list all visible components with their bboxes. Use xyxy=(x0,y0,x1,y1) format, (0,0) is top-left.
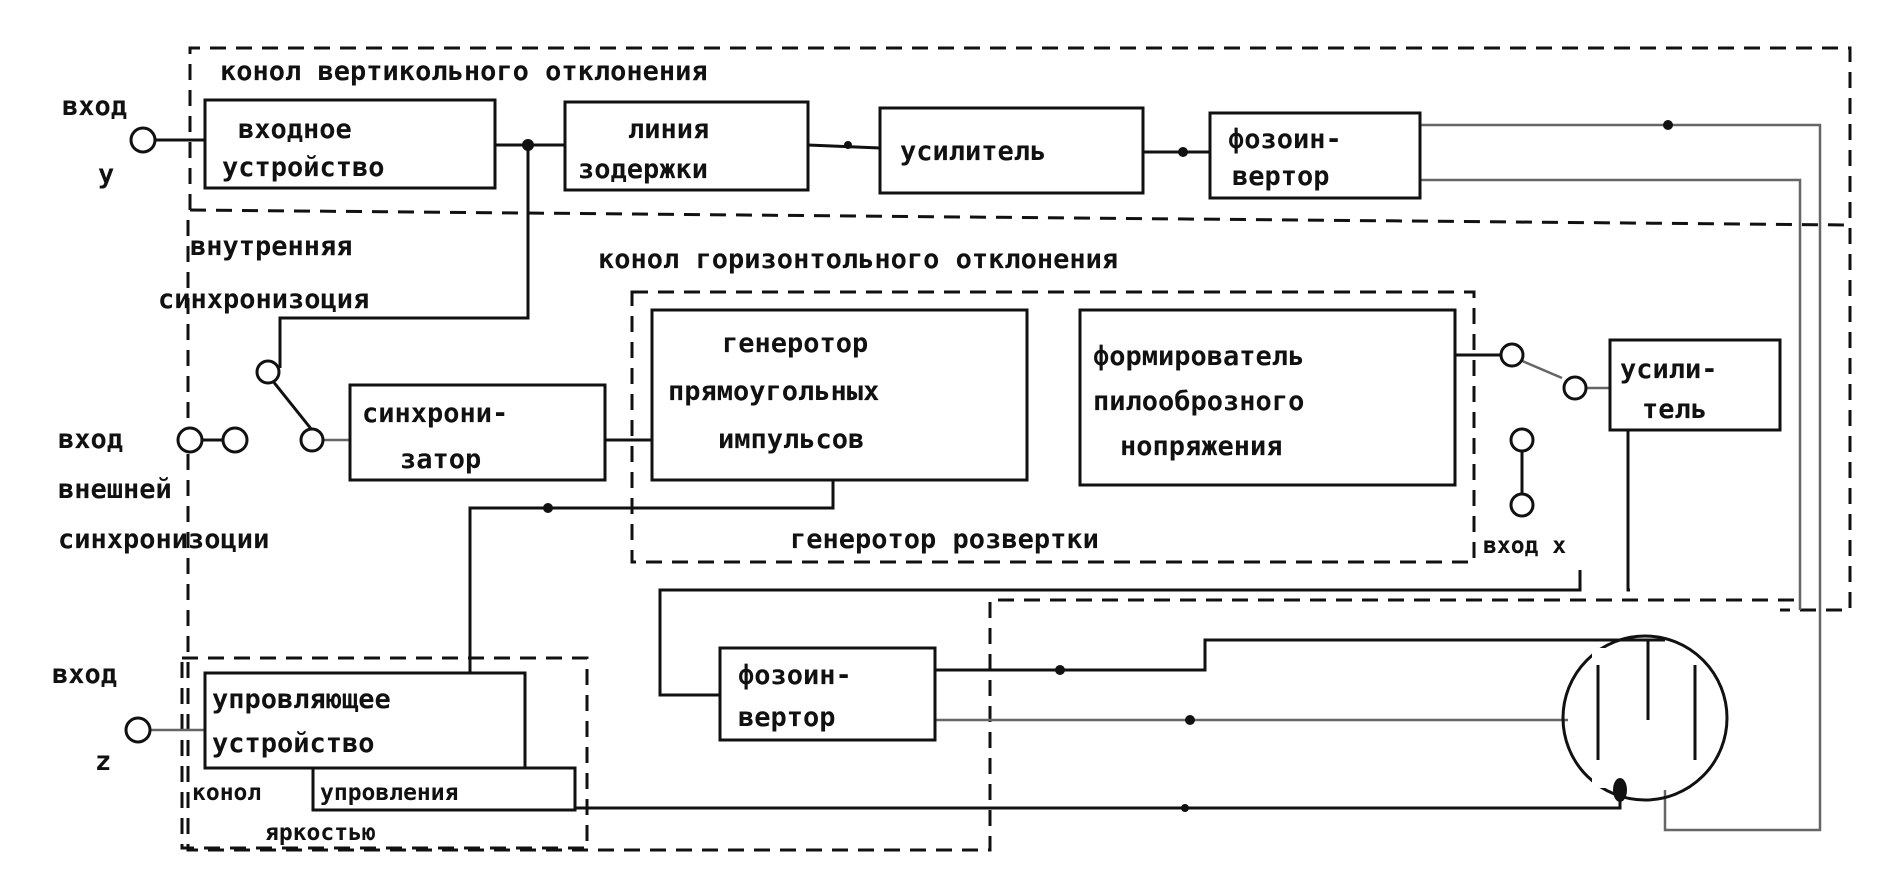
svg-text:устройство: устройство xyxy=(222,152,385,183)
crt-tube-icon xyxy=(1561,634,1729,808)
svg-text:усилитель: усилитель xyxy=(900,136,1046,167)
input-y-sub: y xyxy=(98,159,114,190)
svg-text:генеротор: генеротор xyxy=(722,328,868,359)
vertical-channel-frame xyxy=(188,46,1852,612)
switch-pole-bottom-icon[interactable] xyxy=(299,427,325,453)
junction-dot-icon xyxy=(522,139,534,151)
sweep-generator-frame xyxy=(630,290,1476,564)
block-synchronizer: синхрони- затор xyxy=(348,383,607,482)
horizontal-channel-title: конол горизонтольного отклонения xyxy=(598,244,1118,275)
junction-dot-icon xyxy=(844,141,852,149)
svg-text:зодержки: зодержки xyxy=(578,154,708,185)
block-sawtooth-former: формирователь пилооброзного нопряжения xyxy=(1078,308,1457,487)
input-x-label: вход x xyxy=(1483,533,1566,559)
input-y-label: вход xyxy=(62,91,127,122)
svg-text:нопряжения: нопряжения xyxy=(1120,431,1283,462)
svg-text:синхрони-: синхрони- xyxy=(362,398,508,429)
junctions xyxy=(522,120,1673,812)
brightness-channel-title-2: яркостью xyxy=(265,820,376,846)
terminal-x-top-icon[interactable] xyxy=(1509,427,1535,453)
svg-text:прямоугольных: прямоугольных xyxy=(668,376,879,407)
block-phase-inverter-vertical: фозоин- вертор xyxy=(1208,111,1422,200)
internal-sync-label-1: внутренняя xyxy=(190,231,353,262)
junction-dot-icon xyxy=(1181,804,1189,812)
svg-text:упровления: упровления xyxy=(320,780,458,806)
svg-text:импульсов: импульсов xyxy=(718,424,864,455)
svg-text:затор: затор xyxy=(400,444,481,475)
junction-dot-icon xyxy=(1185,715,1195,725)
block-amplifier-vertical: усилитель xyxy=(878,106,1145,195)
svg-text:вертор: вертор xyxy=(738,702,836,733)
ext-sync-label-1: вход xyxy=(58,424,123,455)
horizontal-channel-frame xyxy=(186,220,1800,852)
svg-text:упровляющее: упровляющее xyxy=(212,684,391,715)
brightness-channel-title-1: конол xyxy=(192,780,261,806)
block-rect-pulse-generator: генеротор прямоугольных импульсов xyxy=(650,308,1029,482)
block-phase-inverter-horizontal: фозоин- вертор xyxy=(718,646,937,742)
terminal-z-icon[interactable] xyxy=(124,716,152,744)
terminal-amp-in-icon[interactable] xyxy=(1562,375,1588,401)
svg-text:фозоин-: фозоин- xyxy=(738,660,852,691)
brightness-channel-frame xyxy=(180,656,589,850)
svg-text:линия: линия xyxy=(628,114,709,145)
internal-sync-label-2: синхронизоция xyxy=(158,284,369,315)
wiring xyxy=(150,123,1822,832)
block-control-device: упровляющее устройство xyxy=(203,671,527,770)
junction-dot-icon xyxy=(1663,120,1673,130)
section-frames xyxy=(180,46,1852,852)
terminal-y-icon[interactable] xyxy=(129,126,157,154)
switch-pole-top-icon[interactable] xyxy=(255,359,281,385)
terminal-ext-sync-1-icon[interactable] xyxy=(176,426,204,454)
svg-text:фозоин-: фозоин- xyxy=(1228,124,1342,155)
junction-dot-icon xyxy=(1178,147,1188,157)
block-delay-line: линия зодержки xyxy=(563,100,810,192)
svg-text:усили-: усили- xyxy=(1620,354,1718,385)
terminal-saw-out-icon[interactable] xyxy=(1499,342,1525,368)
junction-dot-icon xyxy=(543,503,553,513)
junction-dot-icon xyxy=(1055,665,1065,675)
svg-text:формирователь: формирователь xyxy=(1093,341,1304,372)
vertical-channel-bottom xyxy=(189,208,1851,227)
terminals xyxy=(124,126,1588,744)
terminal-x-bottom-icon[interactable] xyxy=(1509,492,1535,518)
input-z-label: вход xyxy=(52,659,117,690)
block-input-device: входное устройство xyxy=(203,98,497,190)
ext-sync-label-2: внешней xyxy=(58,474,172,505)
sweep-generator-title: генеротор розвертки xyxy=(790,524,1099,555)
svg-text:вертор: вертор xyxy=(1232,161,1330,192)
input-z-sub: z xyxy=(95,746,111,777)
svg-text:тель: тель xyxy=(1642,394,1707,425)
ext-sync-label-3: синхронизоции xyxy=(58,524,269,555)
block-control-label: упровления xyxy=(311,766,577,812)
svg-text:входное: входное xyxy=(238,114,352,145)
block-amplifier-horizontal: усили- тель xyxy=(1608,338,1782,432)
vertical-channel-title: конол вертикольного отклонения xyxy=(220,56,708,87)
svg-text:пилооброзного: пилооброзного xyxy=(1093,386,1304,417)
svg-text:устройство: устройство xyxy=(212,728,375,759)
terminal-ext-sync-2-icon[interactable] xyxy=(221,426,249,454)
